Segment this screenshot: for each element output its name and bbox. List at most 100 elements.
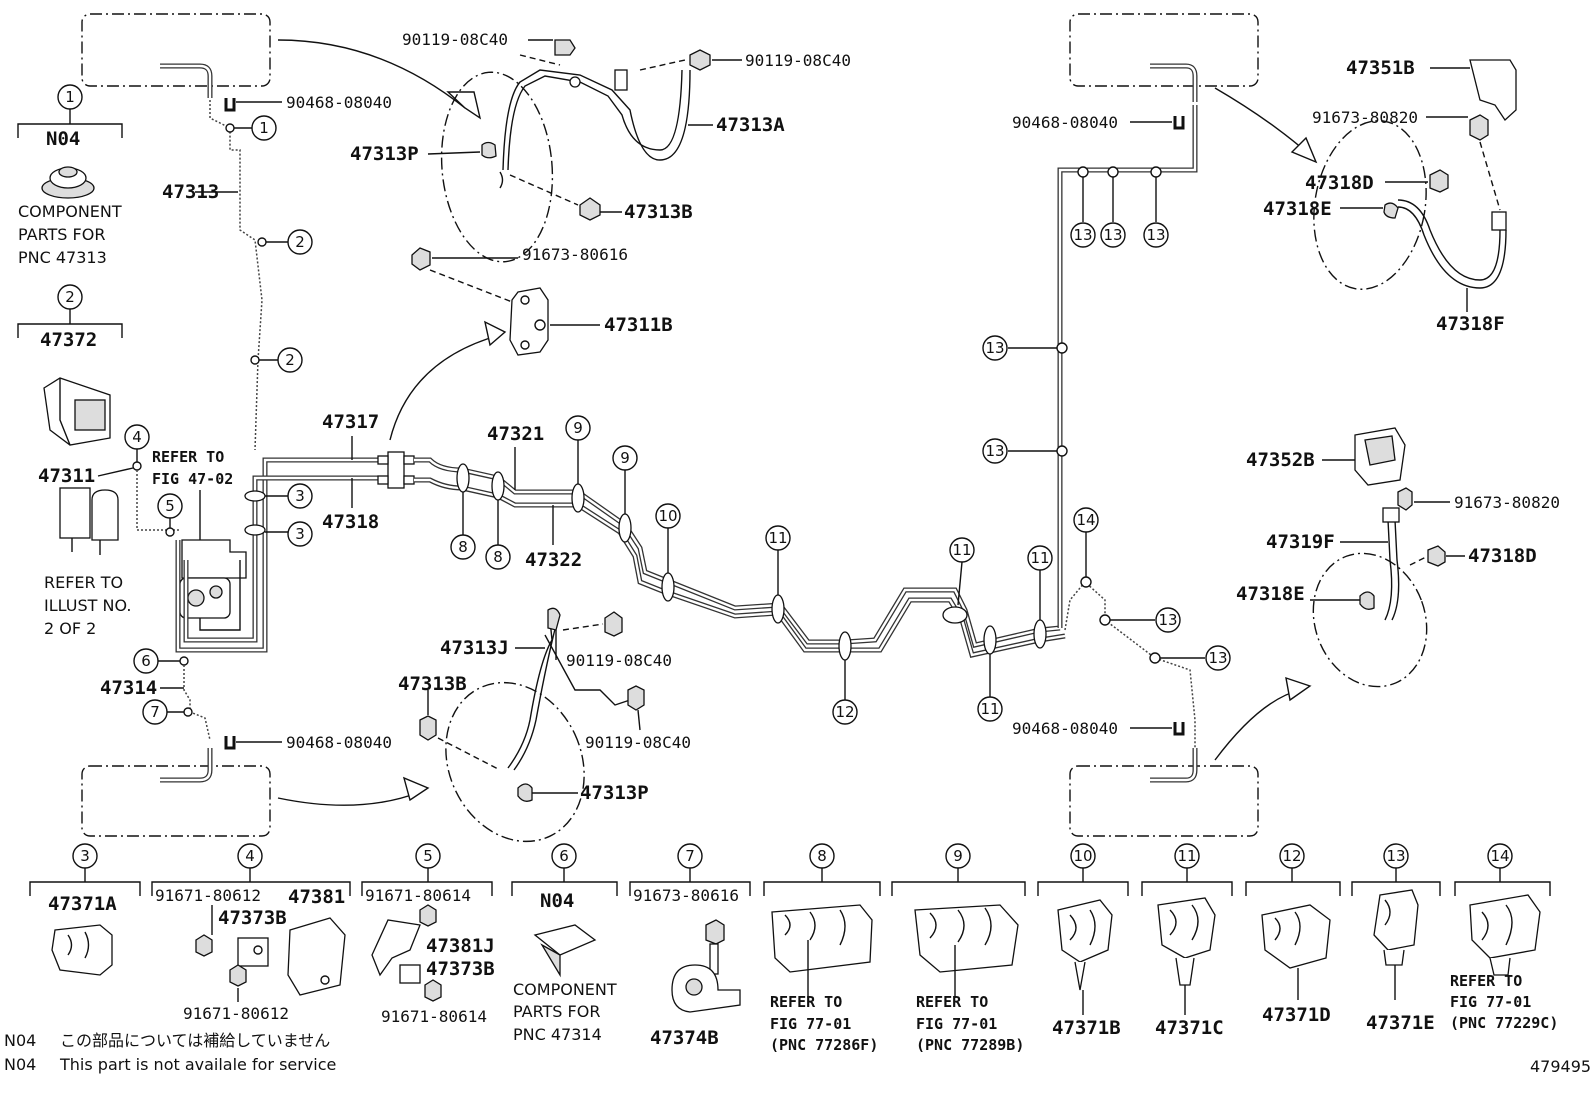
legend-part: 47381J [426,935,495,957]
component-label: COMPONENT [18,202,122,221]
legend-part: 47371B [1052,1017,1121,1039]
callout-14: 14 [1076,511,1095,529]
callout-9: 9 [620,449,630,467]
callout-13: 13 [1103,226,1122,244]
legend-part: N04 [540,890,574,912]
part-91673-80820: 91673-80820 [1454,493,1560,512]
bracket-47311b-assembly [389,247,600,441]
note-code: N04 [4,1031,36,1050]
front-left-wheel-area [81,13,482,120]
callout-2: 2 [65,288,75,306]
rear-hose-47318f [1313,59,1517,312]
callout-13: 13 [1146,226,1165,244]
legend-callout-9: 9 [953,847,963,865]
part-90119-08c40: 90119-08C40 [402,30,508,49]
legend-note: FIG 77-01 [770,1015,851,1033]
callout-9: 9 [573,419,583,437]
part-n04: N04 [46,128,80,150]
legend-note: FIG 77-01 [1450,993,1531,1011]
callout-13: 13 [985,442,1004,460]
note-code: N04 [4,1055,36,1074]
callout-11: 11 [980,700,999,718]
part-47313p: 47313P [580,782,649,804]
legend-part: 91671-80612 [183,1004,289,1023]
footer-notes: N04 この部品については補給していません N04 This part is n… [4,1031,1591,1076]
callout-4: 4 [132,428,142,446]
part-47313p: 47313P [350,143,419,165]
legend-part: 47371C [1155,1017,1224,1039]
callout-3: 3 [295,525,305,543]
front-hose-47313a-assembly [440,39,742,263]
callout-10: 10 [658,507,677,525]
part-47313: 47313 [162,181,219,203]
legend-note: PARTS FOR [513,1002,600,1021]
callout-7: 7 [150,703,160,721]
part-47372-legend: 2 47372 [17,284,123,446]
rear-line-right: 13 13 13 13 13 14 13 13 [982,105,1231,750]
component-47313-legend: 1 N04 COMPONENT PARTS FOR PNC 47313 [17,84,123,267]
legend-callout-3: 3 [80,847,90,865]
callout-2: 2 [295,233,305,251]
part-47318e: 47318E [1263,198,1332,220]
legend-callout-12: 12 [1282,847,1301,865]
refer-to-label: REFER TO [152,448,224,466]
callout-5: 5 [165,497,175,515]
part-47313a: 47313A [716,114,785,136]
part-90468-08040: 90468-08040 [286,733,392,752]
hose-47313-left: 1 2 2 47313 [162,100,313,451]
part-47321: 47321 [487,423,544,445]
note-text-jp: この部品については補給していません [60,1031,330,1050]
legend-part: 47381 [288,886,345,908]
legend-part: 47374B [650,1027,719,1049]
part-47311b: 47311B [604,314,673,336]
master-cylinder-area: 4 47311 REFER TO ILLUST NO. 2 OF 2 REFER… [38,411,415,741]
part-47314: 47314 [100,677,157,699]
legend-part: 91671-80614 [381,1007,487,1026]
part-47313b: 47313B [398,673,467,695]
legend-callout-8: 8 [817,847,827,865]
legend-callout-10: 10 [1073,847,1092,865]
legend-callout-7: 7 [685,847,695,865]
part-91673-80616: 91673-80616 [522,245,628,264]
callout-1: 1 [65,88,75,106]
part-47352b: 47352B [1246,449,1315,471]
clip-90468-top-left: 90468-08040 [224,93,392,112]
part-47317: 47317 [322,411,379,433]
part-91673-80820: 91673-80820 [1312,108,1418,127]
callout-13: 13 [1158,611,1177,629]
legend-part: 91671-80614 [365,886,471,905]
part-47372: 47372 [40,329,97,351]
part-47318d: 47318D [1305,172,1374,194]
legend-note: FIG 77-01 [916,1015,997,1033]
legend-note: (PNC 77289B) [916,1036,1024,1054]
rear-hose-47319f [1310,427,1465,688]
callout-13: 13 [1208,649,1227,667]
figure-id: 479495 [1530,1057,1591,1076]
legend-note: REFER TO [770,993,842,1011]
legend-note: COMPONENT [513,980,617,999]
rear-right-wheel-area-top: 90468-08040 [1012,13,1318,164]
legend-note: PNC 47314 [513,1025,602,1044]
part-47318d: 47318D [1468,545,1537,567]
callout-11: 11 [1030,549,1049,567]
part-90119-08c40: 90119-08C40 [566,651,672,670]
legend-note: REFER TO [1450,972,1522,990]
note-text-en: This part is not availale for service [59,1055,336,1074]
legend-callout-6: 6 [559,847,569,865]
part-90119-08c40: 90119-08C40 [745,51,851,70]
part-47351b: 47351B [1346,57,1415,79]
part-47318: 47318 [322,511,379,533]
callout-13: 13 [985,339,1004,357]
callout-6: 6 [141,652,151,670]
rear-hose-47313j-assembly [419,607,645,843]
callout-1: 1 [259,119,269,137]
legend-part: 47373B [218,907,287,929]
part-47313j: 47313J [440,637,509,659]
part-47322: 47322 [525,549,582,571]
part-47311: 47311 [38,465,95,487]
legend-note: (PNC 77229C) [1450,1014,1558,1032]
part-90119-08c40: 90119-08C40 [585,733,691,752]
part-90468-08040: 90468-08040 [1012,719,1118,738]
callout-8: 8 [458,538,468,556]
